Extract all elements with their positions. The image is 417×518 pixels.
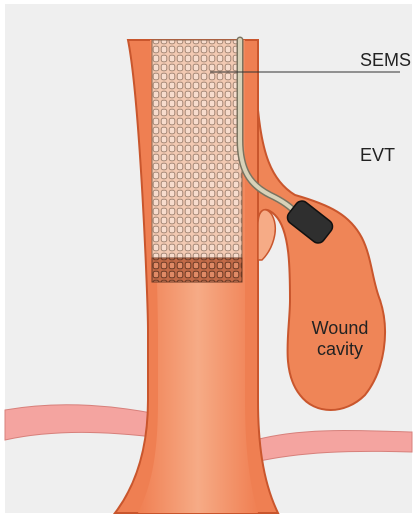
wound-label-line1: Wound bbox=[300, 318, 380, 339]
wound-label-line2: cavity bbox=[300, 339, 380, 360]
evt-label: EVT bbox=[360, 145, 395, 166]
tissue-septum bbox=[258, 210, 275, 260]
stent-lower-flare bbox=[152, 258, 242, 282]
stent-body bbox=[152, 40, 242, 258]
sems-label: SEMS bbox=[360, 50, 411, 71]
transverse-band-right bbox=[255, 430, 412, 462]
wound-cavity-label: Wound cavity bbox=[300, 318, 380, 359]
